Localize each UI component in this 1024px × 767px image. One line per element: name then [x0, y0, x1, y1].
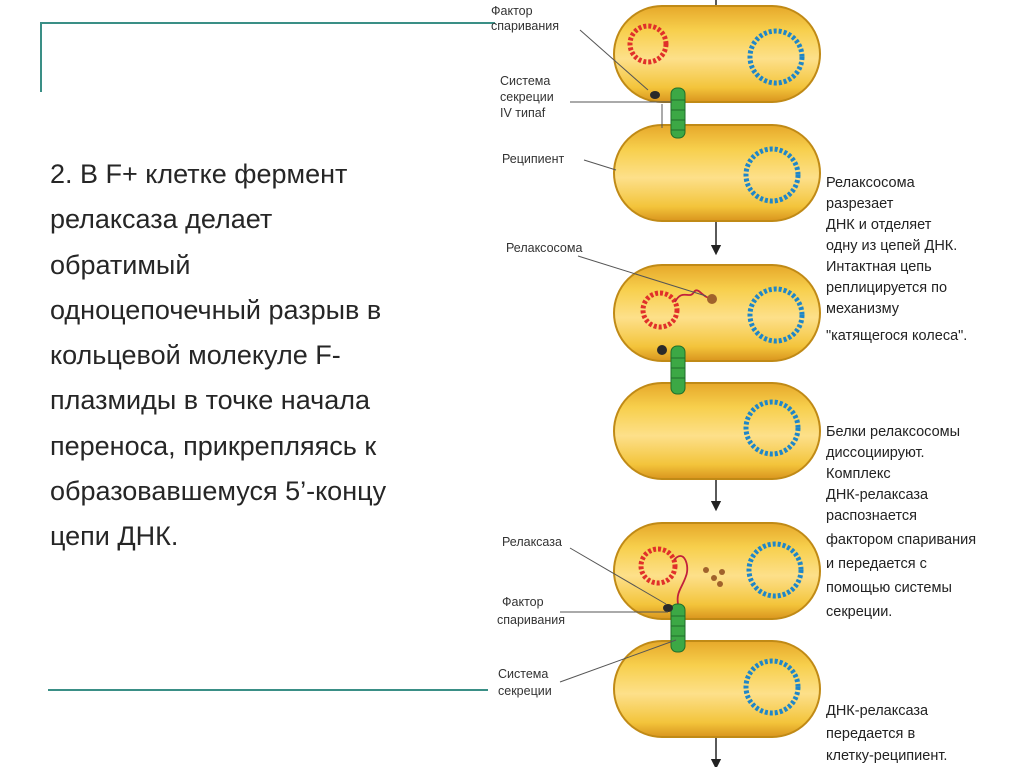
bottom-decor-line [48, 689, 488, 691]
left-decor-line [40, 22, 42, 92]
relaxosome-protein [719, 569, 725, 575]
label-line: секреции [500, 90, 554, 104]
desc-line: "катящегося колеса". [826, 328, 967, 344]
label-line: Система [500, 74, 550, 88]
stage-3: Релаксаза Фактор спаривания Система секр… [497, 522, 821, 738]
desc-line: механизму [826, 301, 900, 317]
recipient-cell [613, 124, 821, 222]
donor-chromosome [747, 28, 805, 86]
secretion-pilus [670, 603, 686, 653]
text-line: переноса, прикрепляясь к [50, 430, 377, 461]
text-line: 2. В F+ клетке фермент [50, 159, 348, 189]
donor-chromosome [747, 286, 805, 344]
top-decor-line [40, 22, 495, 24]
label-secretion-system: Система секреции IV типаf [500, 74, 557, 120]
text-line: обратимый [50, 249, 191, 280]
desc-line: Релаксосома [826, 175, 916, 191]
desc-line: Белки релаксосомы [826, 424, 960, 440]
relaxosome-protein [703, 567, 709, 573]
desc-line: ДНК-релаксаза [826, 703, 929, 719]
secretion-pilus [670, 87, 686, 139]
label-line: спаривания [491, 19, 559, 33]
desc-line: клетку-реципиент. [826, 748, 947, 764]
text-line: плазмиды в точке начала [50, 385, 370, 416]
pointer-line [579, 29, 649, 91]
f-plasmid [638, 546, 678, 586]
donor-chromosome [746, 541, 804, 599]
f-plasmid [627, 23, 669, 65]
desc-line: ДНК и отделяет [826, 217, 932, 233]
slide-body-text: 2. В F+ клетке фермент релаксаза делает … [50, 152, 490, 560]
recipient-chromosome [743, 399, 801, 457]
f-plasmid [640, 290, 680, 330]
label-relaxosome: Релаксосома [506, 241, 582, 255]
label-line: Фактор [502, 595, 544, 609]
label-line: Фактор [491, 4, 533, 18]
desc-line: разрезает [826, 196, 894, 212]
desc-line: помощью системы [826, 580, 952, 596]
recipient-cell [613, 382, 821, 480]
text-line: цепи ДНК. [50, 521, 179, 552]
transferring-strand [673, 555, 689, 612]
donor-cell [613, 522, 821, 620]
label-line: IV типаf [500, 106, 546, 120]
desc-line: Интактная цепь [826, 259, 932, 275]
recipient-cell [613, 640, 821, 738]
desc-line: реплицируется по [826, 280, 947, 296]
desc-line: секреции. [826, 604, 892, 620]
relaxosome-protein [711, 575, 717, 581]
label-line: спаривания [497, 613, 565, 627]
stage-2: Релаксосома [506, 241, 821, 480]
description-step-1: Релаксосома разрезает ДНК и отделяет одн… [826, 175, 967, 344]
description-step-2: Белки релаксосомы диссоциируют. Комплекс… [826, 424, 980, 620]
mating-factor [657, 345, 667, 355]
label-relaxase: Релаксаза [502, 535, 562, 549]
desc-line: фактором спаривания [826, 532, 976, 548]
desc-line: одну из цепей ДНК. [826, 238, 957, 254]
secretion-pilus [670, 345, 686, 395]
text-line: релаксаза делает [50, 204, 273, 235]
text-line: кольцевой молекуле F- [50, 340, 341, 371]
donor-cell [613, 264, 821, 362]
stage-1: Фактор спаривания Система секреции IV ти… [491, 4, 821, 222]
description-step-3: ДНК-релаксаза передается в клетку-реципи… [826, 703, 947, 764]
recipient-chromosome [743, 146, 801, 204]
conjugation-diagram: Фактор спаривания Система секреции IV ти… [491, 0, 980, 767]
label-mating-factor: Фактор спаривания [497, 595, 565, 627]
desc-line: и передается с [826, 556, 927, 572]
text-line: образовавшемуся 5’-концу [50, 476, 387, 507]
desc-line: ДНК-релаксаза [826, 487, 929, 503]
recipient-chromosome [743, 658, 801, 716]
desc-line: диссоциируют. [826, 445, 925, 461]
donor-cell [613, 5, 821, 103]
relaxosome-protein [717, 581, 723, 587]
mating-factor [650, 91, 660, 99]
pointer-line [577, 255, 707, 297]
label-secretion-system: Система секреции [498, 667, 552, 698]
pointer-line [569, 547, 667, 605]
desc-line: распознается [826, 508, 917, 524]
relaxosome [707, 294, 717, 304]
mating-factor [663, 604, 673, 612]
pointer-line [559, 639, 677, 683]
label-recipient: Реципиент [502, 152, 564, 166]
label-line: секреции [498, 684, 552, 698]
desc-line: передается в [826, 726, 915, 742]
label-mating-factor: Фактор спаривания [491, 4, 559, 33]
desc-line: Комплекс [826, 466, 891, 482]
text-line: одноцепочечный разрыв в [50, 294, 382, 325]
pointer-line [583, 159, 617, 171]
label-line: Система [498, 667, 548, 681]
